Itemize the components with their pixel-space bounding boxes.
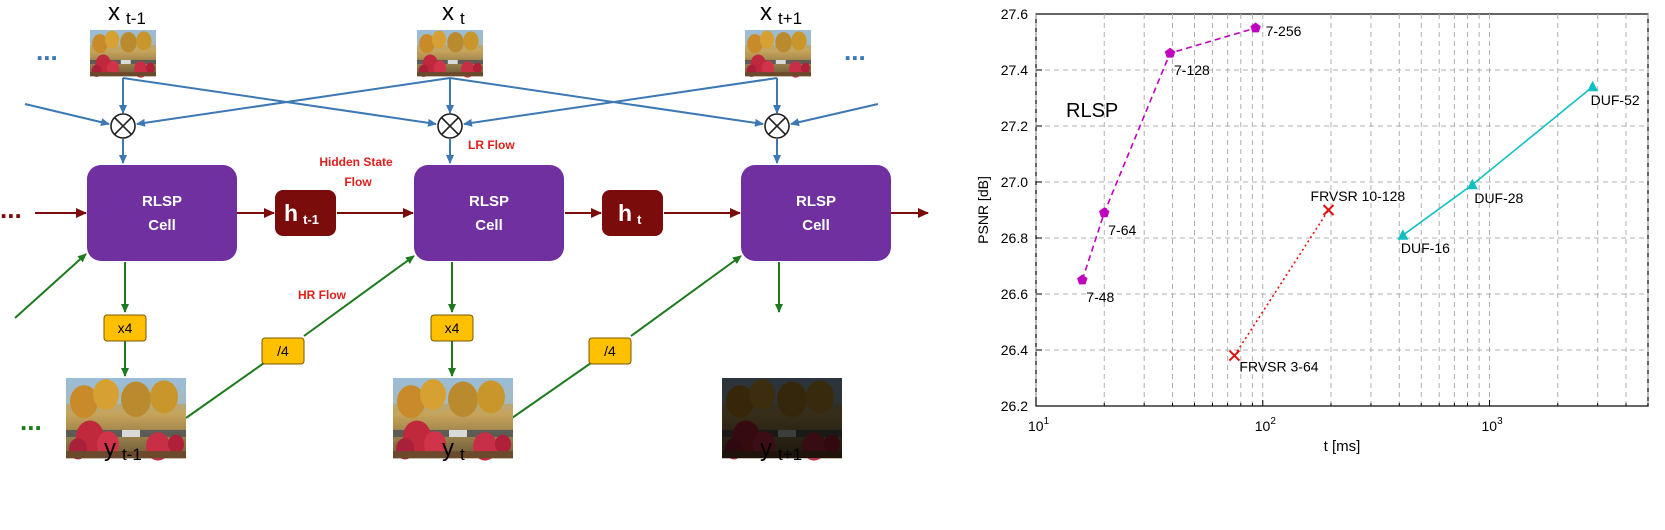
y-tick-label: 27.0: [1001, 174, 1028, 190]
y-tick-label: 26.2: [1001, 398, 1028, 414]
x-axis-label: t [ms]: [1324, 438, 1361, 455]
series-line: [1233, 209, 1330, 357]
svg-text:x4: x4: [118, 320, 133, 336]
svg-text:/4: /4: [604, 343, 616, 359]
hr-flow-arrows: [14, 253, 783, 419]
y-tick-label: 27.6: [1001, 6, 1028, 22]
y-axis-label: PSNR [dB]: [975, 176, 991, 244]
cell-label-line1: RLSP: [796, 193, 836, 210]
data-label: DUF-52: [1591, 92, 1640, 108]
data-point: [1250, 22, 1261, 33]
rlsp-cell: RLSP Cell: [741, 165, 891, 261]
multiply-node: [764, 113, 790, 139]
svg-text:/4: /4: [277, 343, 289, 359]
y-tick-label: 26.6: [1001, 286, 1028, 302]
data-point: [1397, 229, 1409, 240]
data-point: [1077, 274, 1088, 285]
multiply-nodes: [110, 113, 790, 139]
input-frame-x-t-plus-1: [745, 30, 811, 78]
data-label: FRVSR 10-128: [1311, 188, 1406, 204]
y-tick-label: 26.4: [1001, 342, 1028, 358]
x-tick-label: 103: [1482, 416, 1504, 434]
x-tick-label: 102: [1255, 416, 1277, 434]
y-tick-labels: 26.2 26.4 26.6 26.8 27.0 27.2 27.4 27.6: [1001, 6, 1028, 414]
data-label: FRVSR 3-64: [1239, 359, 1318, 375]
hidden-state-flow-label-line2: Flow: [344, 175, 372, 189]
cell-label-line1: RLSP: [469, 193, 509, 210]
ellipsis-lr-left: ...: [36, 36, 58, 66]
multiply-node: [110, 113, 136, 139]
series-line: [1081, 27, 1256, 281]
data-point: [1099, 207, 1110, 218]
input-frame-x-t-1: [90, 30, 156, 78]
data-label: DUF-28: [1474, 190, 1523, 206]
cell-label-line2: Cell: [148, 217, 176, 234]
data-point: [1164, 47, 1176, 58]
x-tick-label: 101: [1028, 416, 1050, 434]
axis-ticks: [1035, 13, 1649, 407]
data-point: [1322, 204, 1335, 216]
multiply-node: [437, 113, 463, 139]
input-frame-x-t: [417, 30, 483, 78]
data-point: [1466, 178, 1478, 190]
ellipsis-hidden-left: ...: [0, 194, 22, 224]
grid: [1035, 14, 1649, 406]
data-label: DUF-16: [1401, 240, 1450, 256]
x-tick-labels: 101 102 103: [1028, 416, 1503, 434]
cell-label-line2: Cell: [802, 217, 830, 234]
data-label: 7-128: [1174, 62, 1210, 78]
data-label: 7-48: [1086, 289, 1114, 305]
psnr-runtime-chart: 26.2 26.4 26.6 26.8 27.0 27.2 27.4 27.6 …: [975, 6, 1649, 455]
ellipsis-lr-right: ...: [844, 36, 866, 66]
svg-text:ht-1: ht-1: [284, 200, 319, 227]
rlsp-cell: RLSP Cell: [414, 165, 564, 261]
svg-text:x4: x4: [445, 320, 460, 336]
lr-flow-label: LR Flow: [468, 138, 515, 152]
plot-area: [1035, 13, 1649, 407]
y-tick-label: 27.4: [1001, 62, 1028, 78]
y-tick-label: 26.8: [1001, 230, 1028, 246]
lr-flow-arrows: [24, 77, 879, 164]
rlsp-cell: RLSP Cell: [87, 165, 237, 261]
ellipsis-hr-left: ...: [20, 406, 42, 436]
hr-flow-label: HR Flow: [298, 288, 347, 302]
data-point: [1587, 80, 1599, 92]
y-tick-label: 27.2: [1001, 118, 1028, 134]
downsample-box: /4: [588, 337, 632, 365]
output-frame-y-t-plus-1: [722, 378, 842, 461]
data-label: 7-256: [1266, 23, 1302, 39]
svg-text:ht: ht: [618, 200, 642, 227]
downsample-box: /4: [261, 337, 305, 365]
cell-label-line1: RLSP: [142, 193, 182, 210]
upsample-box: x4: [103, 314, 147, 342]
data-point: [1228, 349, 1241, 362]
rlsp-annotation: RLSP: [1066, 100, 1118, 122]
upsample-box: x4: [430, 314, 474, 342]
cell-label-line2: Cell: [475, 217, 503, 234]
data-label: 7-64: [1108, 222, 1136, 238]
hidden-state-flow-label-line1: Hidden State: [319, 155, 393, 169]
